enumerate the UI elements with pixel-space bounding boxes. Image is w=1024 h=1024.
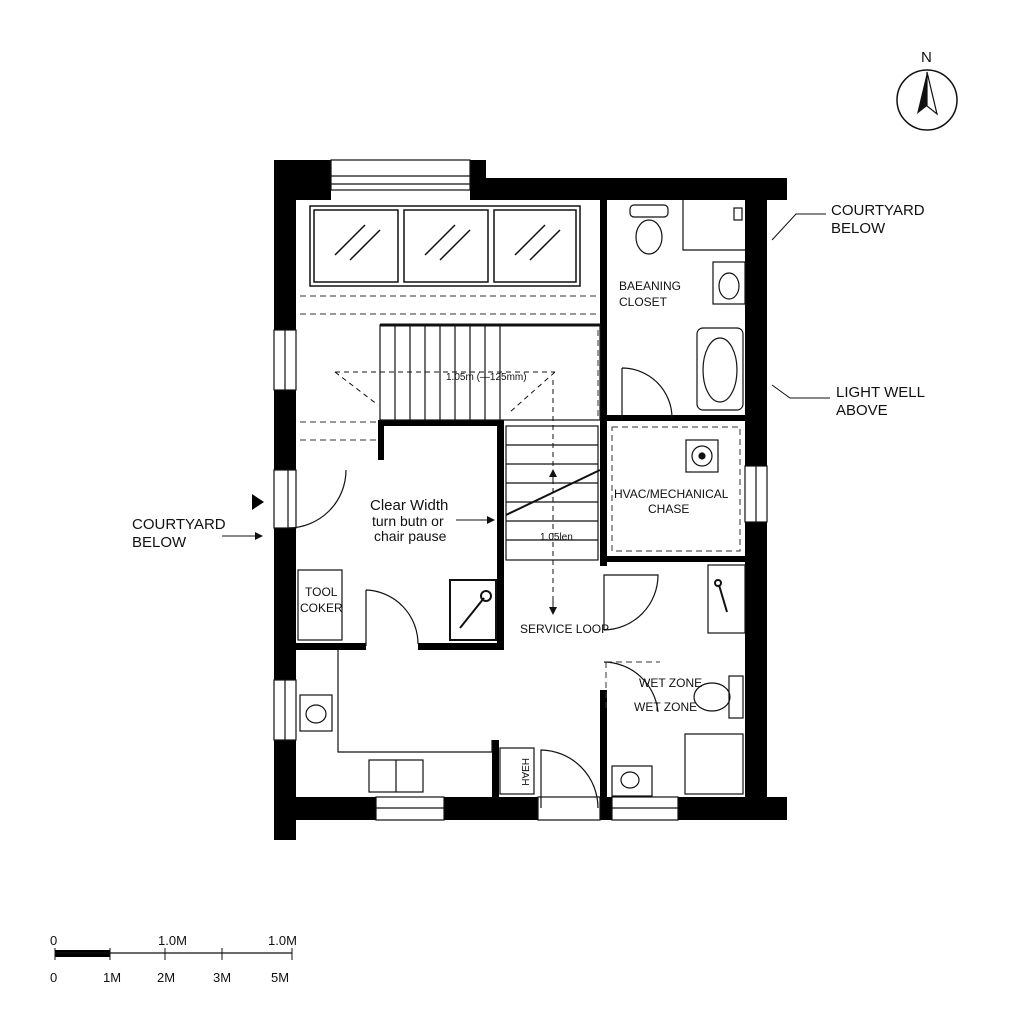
callout-courtyard-left: COURTYARD BELOW: [132, 516, 263, 551]
scale-bottom-1: 1M: [103, 970, 121, 985]
svg-text:LIGHT WELL: LIGHT WELL: [836, 384, 925, 401]
scale-top-2: 1.0M: [268, 933, 297, 948]
scale-bottom-4: 5M: [271, 970, 289, 985]
scale-bar: 0 1.0M 1.0M 0 1M 2M 3M 5M: [50, 933, 297, 985]
bathroom-fixtures: [629, 200, 746, 411]
doors: [287, 367, 673, 809]
tool-locker-label-2: COKER: [300, 601, 343, 615]
stair-dimension: [334, 371, 556, 610]
wrench-icon: [449, 579, 728, 641]
entry-arrow-icon: [252, 494, 264, 510]
bath-label-1: BAEANING: [619, 279, 681, 293]
service-loop-label: SERVICE LOOP: [520, 622, 609, 636]
lower-right-fixtures: [611, 564, 746, 797]
svg-text:BELOW: BELOW: [831, 220, 886, 237]
scale-top-0: 0: [50, 933, 57, 948]
hvac-fan-icon: [685, 439, 719, 473]
stair-width-label-2: 1.05len: [540, 532, 573, 543]
scale-top-1: 1.0M: [158, 933, 187, 948]
svg-text:BELOW: BELOW: [132, 534, 187, 551]
hvac-label-1: HVAC/MECHANICAL: [614, 487, 729, 501]
windows: [273, 159, 768, 821]
hvac-label-2: CHASE: [648, 502, 689, 516]
bath-label-2: CLOSET: [619, 295, 668, 309]
interior-walls: [296, 200, 745, 797]
north-label: N: [921, 49, 932, 66]
dashed-guides: [300, 295, 741, 712]
skylight-panels: [309, 205, 581, 287]
callout-courtyard-right: COURTYARD BELOW: [771, 202, 925, 241]
svg-text:ABOVE: ABOVE: [836, 402, 888, 419]
wet-zone-label-2: WET ZONE: [634, 700, 697, 714]
tool-locker-label-1: TOOL: [305, 585, 338, 599]
left-fixtures: [297, 569, 535, 795]
clear-width-label-3: chair pause: [374, 528, 447, 544]
clear-width-label-2: turn butn or: [372, 513, 444, 529]
callout-light-well: LIGHT WELL ABOVE: [771, 384, 925, 419]
small-label: HƎAH: [519, 758, 530, 786]
scale-bottom-2: 2M: [157, 970, 175, 985]
wet-zone-label-1: WET ZONE: [639, 676, 702, 690]
north-arrow-icon: N: [896, 49, 958, 131]
svg-text:COURTYARD: COURTYARD: [831, 202, 925, 219]
scale-bottom-3: 3M: [213, 970, 231, 985]
clear-width-label-1: Clear Width: [370, 497, 448, 514]
scale-bottom-0: 0: [50, 970, 57, 985]
svg-text:COURTYARD: COURTYARD: [132, 516, 226, 533]
stair-width-label: 1.05m (—125mm): [446, 372, 527, 383]
